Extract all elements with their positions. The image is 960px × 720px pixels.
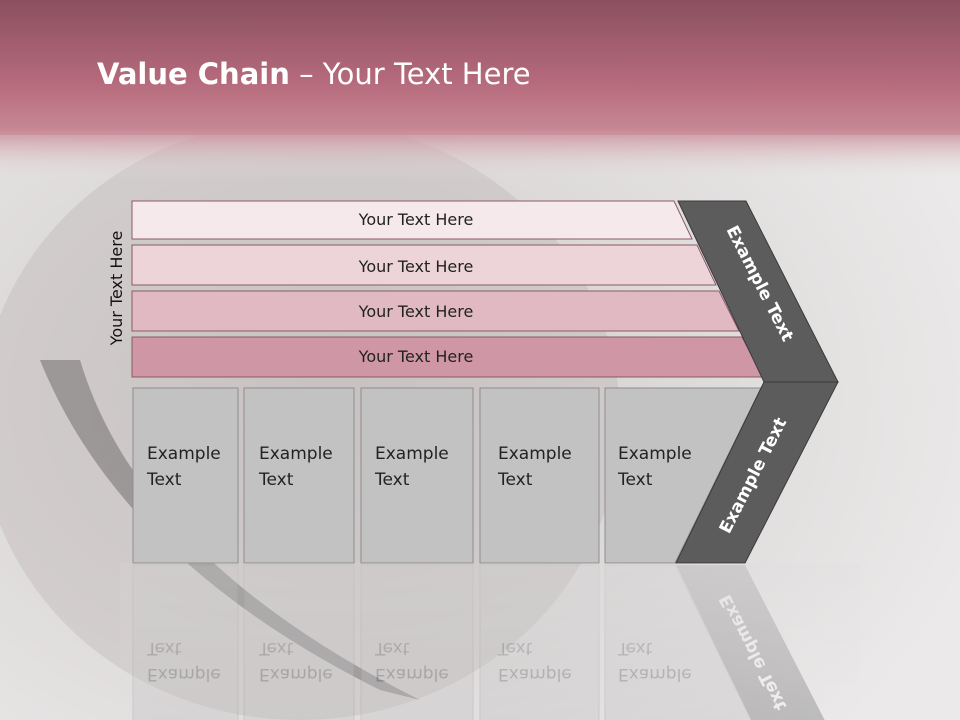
box-2-line2: Text [258, 470, 294, 490]
header-fade [0, 130, 960, 180]
primary-boxes: Example Text Example Text Example Text E… [132, 387, 762, 564]
box-4-line1: Example [498, 444, 572, 464]
title-rest: – Your Text Here [290, 57, 531, 91]
header-band [0, 0, 960, 135]
support-rows: Your Text Here Your Text Here Your Text … [131, 200, 764, 378]
row-shape-3 [131, 290, 740, 332]
box-3-line2: Text [374, 470, 410, 490]
reflection: Example Text Example Text Example Text E… [120, 563, 860, 720]
box-5-line2: Text [617, 470, 653, 490]
box-1 [132, 387, 239, 564]
row-label-4: Your Text Here [358, 347, 474, 366]
box-2-line1: Example [259, 444, 333, 464]
row-label-2: Your Text Here [358, 257, 474, 276]
box-1-line1: Example [147, 444, 221, 464]
background-collar-shape [40, 360, 420, 700]
box-1-line2: Text [146, 470, 182, 490]
row-shape-1 [131, 200, 693, 240]
box-3-line1: Example [375, 444, 449, 464]
row-shape-2 [131, 244, 717, 286]
box-4 [479, 387, 600, 564]
side-label: Your Text Here [107, 231, 126, 347]
row-label-1: Your Text Here [358, 210, 474, 229]
reflection-fade [120, 563, 860, 720]
box-5-line1: Example [618, 444, 692, 464]
box-4-line2: Text [497, 470, 533, 490]
box-3 [360, 387, 474, 564]
box-2 [243, 387, 355, 564]
row-label-3: Your Text Here [358, 302, 474, 321]
title-bold: Value Chain [97, 57, 290, 91]
slide-title: Value Chain – Your Text Here [97, 57, 531, 91]
